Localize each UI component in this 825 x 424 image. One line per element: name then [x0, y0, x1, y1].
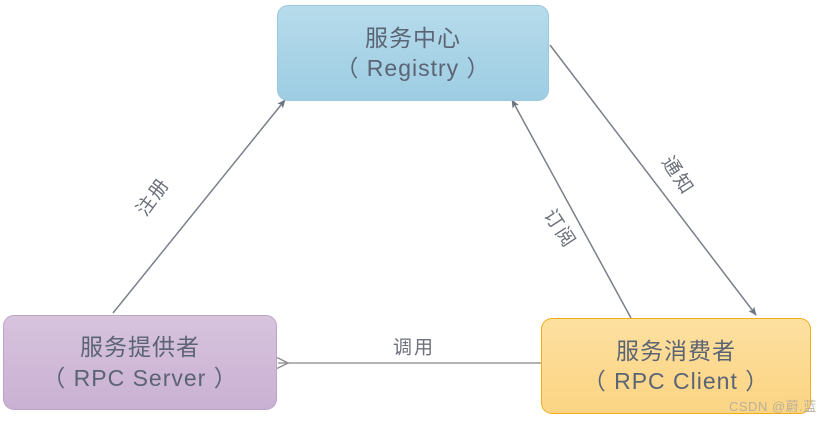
node-registry[interactable]: 服务中心 （ Registry ）	[277, 5, 549, 101]
edge-line-notify	[549, 44, 757, 316]
csdn-watermark: CSDN @蔚.蓝	[729, 399, 817, 414]
node-registry-line1: 服务中心	[365, 24, 461, 51]
node-service-provider-line1: 服务提供者	[80, 334, 200, 361]
node-service-consumer[interactable]: 服务消费者 （ RPC Client ）	[541, 318, 811, 414]
edge-label-invoke: 调用	[392, 337, 436, 359]
node-service-provider-line2: （ RPC Server ）	[42, 364, 238, 391]
node-service-provider[interactable]: 服务提供者 （ RPC Server ）	[3, 315, 277, 410]
node-service-consumer-line2: （ RPC Client ）	[582, 368, 770, 394]
edge-line-subscribe	[511, 99, 632, 319]
node-registry-line2: （ Registry ）	[335, 55, 491, 81]
node-service-consumer-line1: 服务消费者	[616, 337, 736, 364]
edge-line-register	[112, 99, 286, 314]
